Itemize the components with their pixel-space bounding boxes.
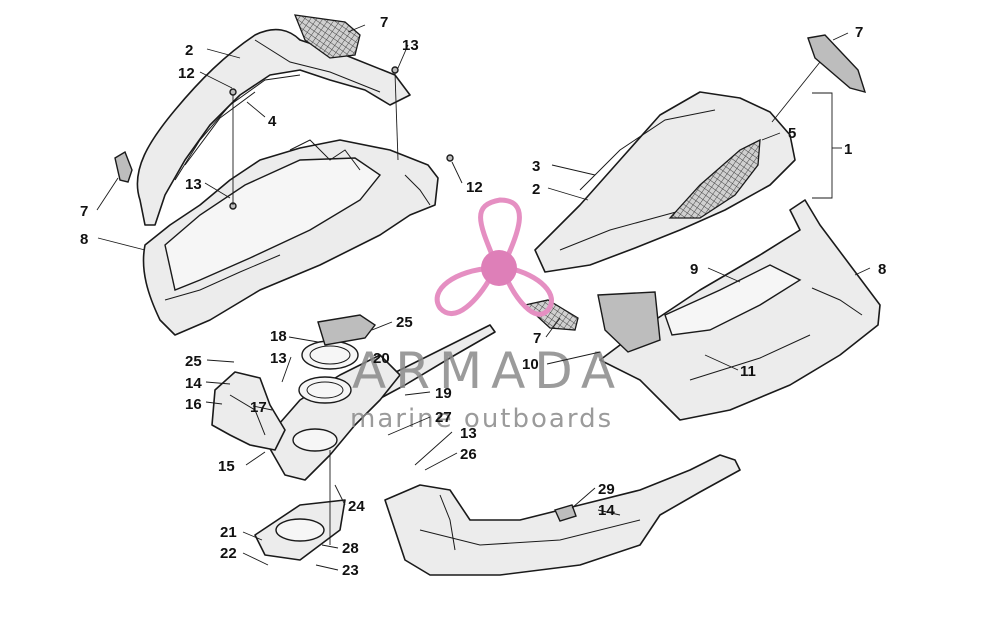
callout-7-left: 7 [80,203,88,220]
callout-22: 22 [220,545,237,562]
callout-24: 24 [348,498,365,515]
callout-8-left: 8 [80,231,88,248]
armada-watermark: ARMADA marine outboards [350,197,624,434]
callout-11: 11 [740,363,756,380]
callout-19: 18 [270,328,287,345]
right-hood-assembly [523,34,881,421]
left-bracket [211,371,286,451]
callout-2-right: 2 [532,181,540,198]
callout-14-left: 14 [185,375,202,392]
callout-7-right-label: 7 [533,330,541,347]
callout-18: 19 [435,385,452,402]
pink-propeller-logo [434,197,554,317]
center-belly-assembly [211,314,496,561]
right-foot-panel [597,291,661,353]
callout-13-center: 13 [270,350,287,367]
watermark-brand: ARMADA [352,342,624,400]
callout-10: 10 [522,356,539,373]
callout-8-right: 8 [878,261,886,278]
callout-27: 28 [342,540,359,557]
callout-1: 1 [844,141,852,158]
left-hood-assembly [114,14,454,336]
callout-leaders [96,24,871,571]
callout-29: 29 [598,481,615,498]
right-side-lens [523,299,579,331]
callout-13-mid: 13 [185,176,202,193]
rail-clip [554,504,577,522]
callout-21: 21 [220,524,237,541]
callout-4: 4 [268,113,277,130]
callout-23: 23 [342,562,359,579]
callout-5: 5 [788,125,796,142]
callout-25-left: 25 [185,353,202,370]
left-side-lens [114,150,133,183]
callout-25-right: 26 [460,446,477,463]
gasket-top [317,314,377,346]
watermark-tagline: marine outboards [350,404,613,434]
callout-6-right-label: 7 [855,24,863,41]
callout-6-left: 7 [380,14,388,31]
callout-12-right: 12 [466,179,483,196]
right-vent-panel [668,138,761,219]
callout-20: 20 [373,350,390,367]
callout-13-top: 13 [402,37,419,54]
callout-15: 15 [218,458,235,475]
callout-28: 27 [435,409,452,426]
callout-16: 16 [185,396,202,413]
left-upper-cowl [136,28,411,226]
bottom-running-board [384,454,741,576]
callout-2-left: 2 [185,42,193,59]
callout-13-low: 13 [460,425,477,442]
callout-14-right: 14 [598,502,615,519]
right-upper-cowl [534,91,796,273]
left-vent-grille [293,14,361,59]
callout-26: 25 [396,314,413,331]
callout-12-left: 12 [178,65,195,82]
callout-3: 3 [532,158,540,175]
callout-labels: 7 2 13 12 4 13 12 7 8 7 5 1 3 2 9 8 7 10… [80,14,886,579]
right-vent-grille [807,34,867,94]
callout-9: 9 [690,261,698,278]
callout-17: 17 [250,399,267,416]
